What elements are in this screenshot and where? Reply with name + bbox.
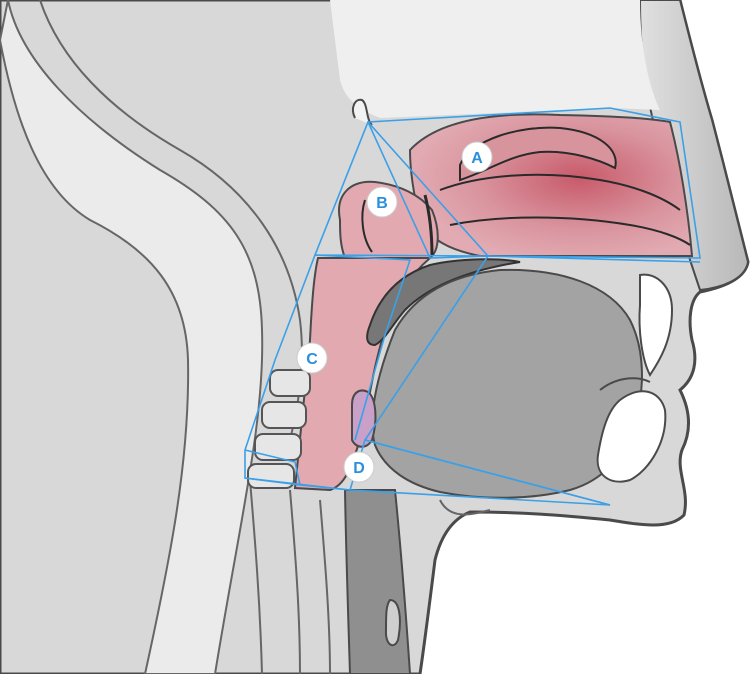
trachea-ring — [386, 600, 400, 645]
marker-C: C — [297, 343, 327, 373]
marker-B: B — [367, 187, 397, 217]
vertebra — [255, 434, 301, 460]
marker-label: D — [353, 460, 365, 477]
marker-label: A — [471, 150, 483, 167]
marker-label: B — [376, 195, 388, 212]
vertebra — [248, 464, 294, 488]
vertebra — [270, 370, 310, 396]
vertebra — [262, 402, 306, 428]
marker-D: D — [344, 452, 374, 482]
marker-label: C — [306, 351, 318, 368]
marker-A: A — [462, 142, 492, 172]
cranial-light-region — [330, 0, 660, 118]
